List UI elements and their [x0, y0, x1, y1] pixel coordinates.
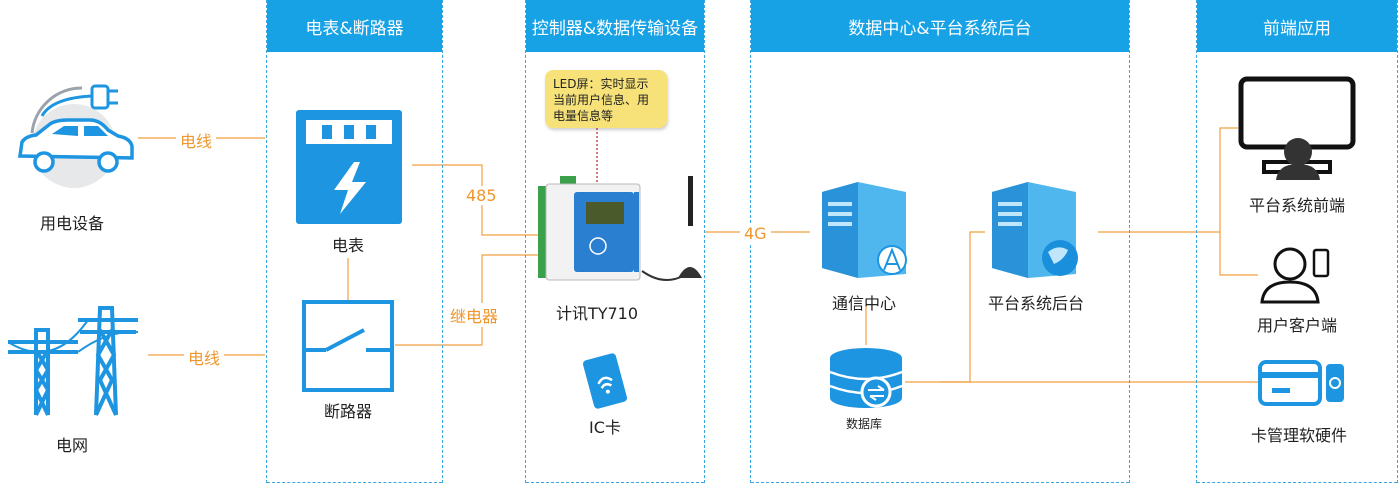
platform-frontend-label: 平台系统前端 — [1248, 196, 1346, 215]
comm-center-label: 通信中心 — [831, 294, 897, 313]
link-relay-label: 继电器 — [446, 303, 503, 327]
ic-card-icon — [583, 353, 627, 409]
wire-bottom-label: 电线 — [184, 345, 225, 369]
database-label: 数据库 — [845, 417, 883, 431]
controller-label: 计讯TY710 — [555, 304, 639, 323]
device-label: 用电设备 — [39, 214, 105, 233]
link-4g-label: 4G — [740, 224, 771, 243]
database-icon — [829, 348, 903, 408]
column-datacenter: 数据中心&平台系统后台 — [750, 0, 1130, 483]
grid-label: 电网 — [55, 436, 89, 455]
column-meter: 电表&断路器 — [266, 0, 443, 483]
backend-server-icon — [992, 182, 1078, 278]
column-controller-header: 控制器&数据传输设备 — [526, 0, 704, 52]
breaker-icon — [302, 300, 394, 392]
link-485-label: 485 — [462, 186, 501, 205]
card-manager-label: 卡管理软硬件 — [1250, 426, 1348, 445]
controller-device-icon — [538, 176, 702, 281]
breaker-label: 断路器 — [323, 402, 373, 421]
user-client-icon — [1260, 247, 1330, 304]
wire-top-label: 电线 — [176, 128, 217, 152]
power-tower-icon — [8, 306, 139, 416]
column-datacenter-header: 数据中心&平台系统后台 — [751, 0, 1129, 52]
backend-label: 平台系统后台 — [987, 294, 1085, 313]
ev-car-icon — [17, 84, 134, 188]
user-client-label: 用户客户端 — [1256, 316, 1338, 335]
comm-server-icon — [822, 182, 907, 278]
led-note: LED屏：实时显示当前用户信息、用电量信息等 — [545, 70, 667, 128]
meter-label: 电表 — [331, 236, 365, 255]
ic-card-label: IC卡 — [589, 418, 621, 437]
column-meter-header: 电表&断路器 — [267, 0, 442, 52]
card-manager-icon — [1258, 360, 1344, 406]
monitor-icon — [1238, 76, 1356, 180]
column-frontend: 前端应用 — [1196, 0, 1398, 483]
meter-icon — [296, 110, 402, 224]
column-frontend-header: 前端应用 — [1197, 0, 1397, 52]
